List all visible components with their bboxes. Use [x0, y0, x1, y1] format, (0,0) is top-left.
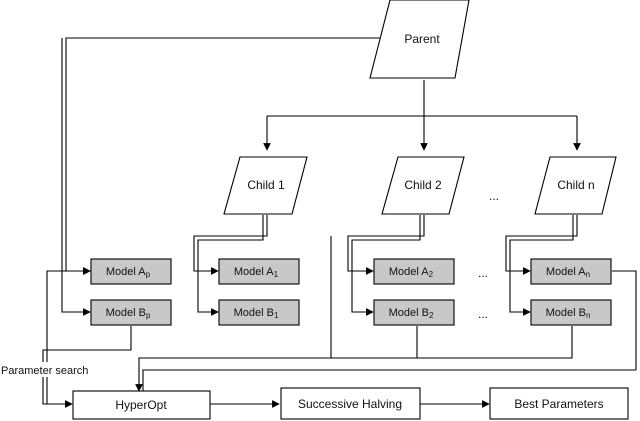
child-n-label: Child n [557, 178, 594, 192]
model-box-childn-a: Model An [530, 258, 612, 285]
model-parent-a-text: Model A [106, 266, 146, 278]
svg-text:Model Ap: Model Ap [106, 266, 151, 279]
edge-child1-to-model-a1 [193, 215, 268, 275]
model-parent-b-text: Model B [106, 307, 146, 319]
hyperopt-label: HyperOpt [115, 398, 167, 412]
svg-text:Model Bn: Model Bn [546, 307, 591, 320]
model-child2-a-sub: 2 [429, 270, 434, 279]
model-box-childn-b: Model Bn [530, 299, 612, 326]
parent-node: Parent [369, 0, 470, 79]
child-node-n: Child n [534, 156, 617, 215]
model-child1-b-sub: 1 [274, 311, 279, 320]
model-childn-b-text: Model B [546, 307, 586, 319]
edge-parameter-search-feedback [46, 267, 91, 404]
model-child1-a-text: Model A [234, 266, 274, 278]
model-child2-a-text: Model A [389, 266, 429, 278]
model-box-parent-a: Model Ap [90, 258, 172, 285]
best-parameters-box: Best Parameters [489, 387, 629, 420]
model-box-child1-a: Model A1 [218, 258, 300, 285]
model-ellipsis-b: ... [478, 307, 488, 321]
svg-text:Model A2: Model A2 [389, 266, 434, 279]
parameter-search-label: Parameter search [1, 365, 88, 377]
edge-model-an-return [612, 270, 637, 370]
model-child1-a-sub: 1 [274, 270, 279, 279]
svg-text:Model B1: Model B1 [234, 307, 279, 320]
model-parent-b-sub: p [146, 311, 151, 320]
svg-text:Model A1: Model A1 [234, 266, 279, 279]
model-box-child2-a: Model A2 [373, 258, 455, 285]
model-childn-a-sub: n [586, 270, 590, 279]
edge-child1-to-model-b1 [197, 215, 264, 316]
child-2-label: Child 2 [404, 178, 442, 192]
hyperopt-box: HyperOpt [72, 390, 211, 420]
model-child1-b-text: Model B [234, 307, 274, 319]
edge-childn-to-model-bn [509, 215, 574, 316]
best-parameters-label: Best Parameters [514, 397, 603, 411]
successive-halving-label: Successive Halving [298, 397, 402, 411]
model-ellipsis-a: ... [478, 266, 488, 280]
model-box-child2-b: Model B2 [373, 299, 455, 326]
svg-text:Model Bp: Model Bp [106, 307, 151, 320]
edge-return-bus [142, 369, 636, 391]
edges [42, 37, 637, 408]
child-1-label: Child 1 [247, 178, 285, 192]
edge-model-bp-to-search [42, 326, 132, 408]
edge-parent-to-model-bp [61, 38, 91, 316]
child-node-1: Child 1 [223, 156, 308, 215]
child-node-2: Child 2 [381, 156, 465, 215]
model-box-parent-b: Model Bp [90, 299, 172, 326]
model-child2-b-text: Model B [389, 307, 429, 319]
children-ellipsis: ... [489, 189, 499, 203]
svg-text:Model B2: Model B2 [389, 307, 434, 320]
model-child2-b-sub: 2 [429, 311, 434, 320]
edge-child2-to-model-b2 [351, 215, 421, 316]
model-childn-b-sub: n [586, 311, 590, 320]
model-box-child1-b: Model B1 [218, 299, 300, 326]
svg-text:Model An: Model An [546, 266, 590, 279]
model-childn-a-text: Model A [546, 266, 586, 278]
edge-child2-to-model-a2 [347, 215, 425, 275]
model-parent-a-sub: p [146, 270, 151, 279]
edge-model-b1-bus [135, 236, 332, 392]
edge-childn-to-model-an [505, 215, 578, 275]
edge-model-bn-down [331, 326, 573, 359]
parent-label: Parent [404, 32, 440, 46]
successive-halving-box: Successive Halving [280, 387, 421, 420]
